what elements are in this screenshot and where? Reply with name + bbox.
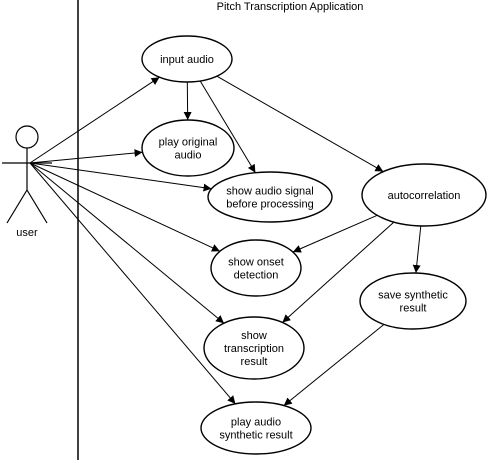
use-case-ellipse xyxy=(207,171,333,223)
actor-right-leg xyxy=(26,189,48,224)
use-case-label: transcription xyxy=(224,343,284,355)
edge-autocorrelation-to-save-synthetic-result xyxy=(412,225,422,274)
use-case-label: before processing xyxy=(226,199,313,211)
edge-autocorrelation-to-show-onset-detection xyxy=(292,214,378,253)
use-case-ellipse xyxy=(203,316,305,380)
edge-autocorrelation-to-show-transcription-result xyxy=(282,221,395,323)
use-case-label: audio xyxy=(175,150,202,162)
use-case-label: show onset xyxy=(228,257,284,269)
use-case-label: synthetic result xyxy=(219,430,292,442)
actor-left-leg xyxy=(6,189,28,224)
use-case-ellipse xyxy=(210,239,302,297)
edge-user-to-show-transcription-result xyxy=(29,162,225,324)
use-case-label: show audio signal xyxy=(226,186,313,198)
actor-user[interactable]: user xyxy=(2,125,52,239)
use-case-label: show xyxy=(241,330,267,342)
use-case-input-audio[interactable]: input audio xyxy=(141,35,233,83)
edge-user-to-show-onset-detection xyxy=(29,162,221,252)
edge-user-to-play-original-audio xyxy=(29,149,143,164)
use-case-label: play audio xyxy=(231,417,281,429)
use-case-label: save synthetic xyxy=(378,290,448,302)
use-case-ellipse xyxy=(361,163,487,227)
edge-user-to-show-audio-signal xyxy=(29,162,212,192)
actor-head xyxy=(15,125,39,149)
edge-save-synthetic-result-to-play-audio-synthetic-result xyxy=(283,324,385,406)
actor-label: user xyxy=(16,227,38,239)
system-title: Pitch Transcription Application xyxy=(217,1,364,13)
edge-user-to-input-audio xyxy=(29,76,160,164)
use-case-label: play original xyxy=(159,137,218,149)
use-case-label: result xyxy=(241,356,268,368)
edge-user-to-play-audio-synthetic-result xyxy=(29,162,236,405)
use-case-label: input audio xyxy=(160,54,214,66)
edge-input-audio-to-autocorrelation xyxy=(216,75,384,173)
use-case-label: detection xyxy=(234,270,279,282)
edge-input-audio-to-show-audio-signal xyxy=(199,80,256,173)
use-case-ellipse xyxy=(141,35,233,83)
use-case-autocorrelation[interactable]: autocorrelation xyxy=(361,163,487,227)
use-case-ellipse xyxy=(359,272,467,330)
use-case-label: result xyxy=(400,303,427,315)
use-case-ellipse xyxy=(141,119,235,177)
association-edges xyxy=(29,75,422,406)
use-case-ellipse xyxy=(200,401,312,455)
use-case-label: autocorrelation xyxy=(388,190,461,202)
